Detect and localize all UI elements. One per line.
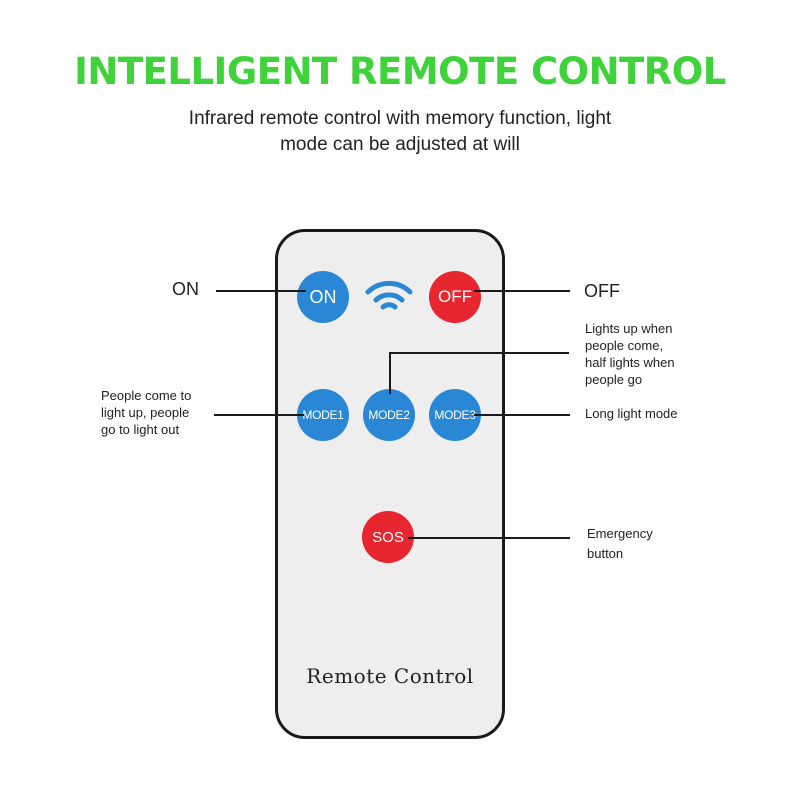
on-button[interactable]: ON — [297, 271, 349, 323]
off-leader-line — [474, 290, 570, 292]
mode1-callout-label: People come to light up, people go to li… — [101, 387, 241, 438]
callout-line: go to light out — [101, 422, 180, 437]
off-callout-label: OFF — [584, 281, 620, 301]
sos-button[interactable]: SOS — [362, 511, 414, 563]
on-leader-line — [216, 290, 306, 292]
off-button[interactable]: OFF — [429, 271, 481, 323]
mode2-button[interactable]: MODE2 — [363, 389, 415, 441]
callout-line: half lights when — [585, 355, 675, 370]
sos-leader-line — [408, 537, 570, 539]
callout-line: Lights up when — [585, 321, 673, 336]
subtitle-line: Infrared remote control with memory func… — [188, 108, 612, 129]
mode3-button[interactable]: MODE3 — [429, 389, 481, 441]
mode3-callout-label: Long light mode — [585, 406, 678, 421]
callout-line: people go — [585, 372, 643, 387]
callout-line: People come to — [101, 388, 192, 403]
mode1-button[interactable]: MODE1 — [297, 389, 349, 441]
subtitle-line: mode can be adjusted at will — [280, 134, 520, 155]
wifi-signal-icon — [365, 280, 413, 310]
page-title: INTELLIGENT REMOTE CONTROL — [74, 50, 726, 93]
remote-label: Remote Control — [306, 664, 474, 688]
page-subtitle: Infrared remote control with memory func… — [0, 106, 800, 158]
callout-line: Emergency — [587, 526, 653, 541]
mode2-leader-vertical — [389, 352, 391, 394]
mode2-leader-horizontal — [389, 352, 569, 354]
callout-line: people come, — [585, 338, 664, 353]
callout-line: button — [587, 546, 624, 561]
mode3-leader-line — [474, 414, 570, 416]
callout-line: light up, people — [101, 405, 190, 420]
on-callout-label: ON — [172, 279, 199, 299]
mode2-callout-label: Lights up when people come, half lights … — [585, 320, 735, 388]
sos-callout-label: Emergency button — [587, 524, 707, 564]
mode1-leader-line — [214, 414, 304, 416]
